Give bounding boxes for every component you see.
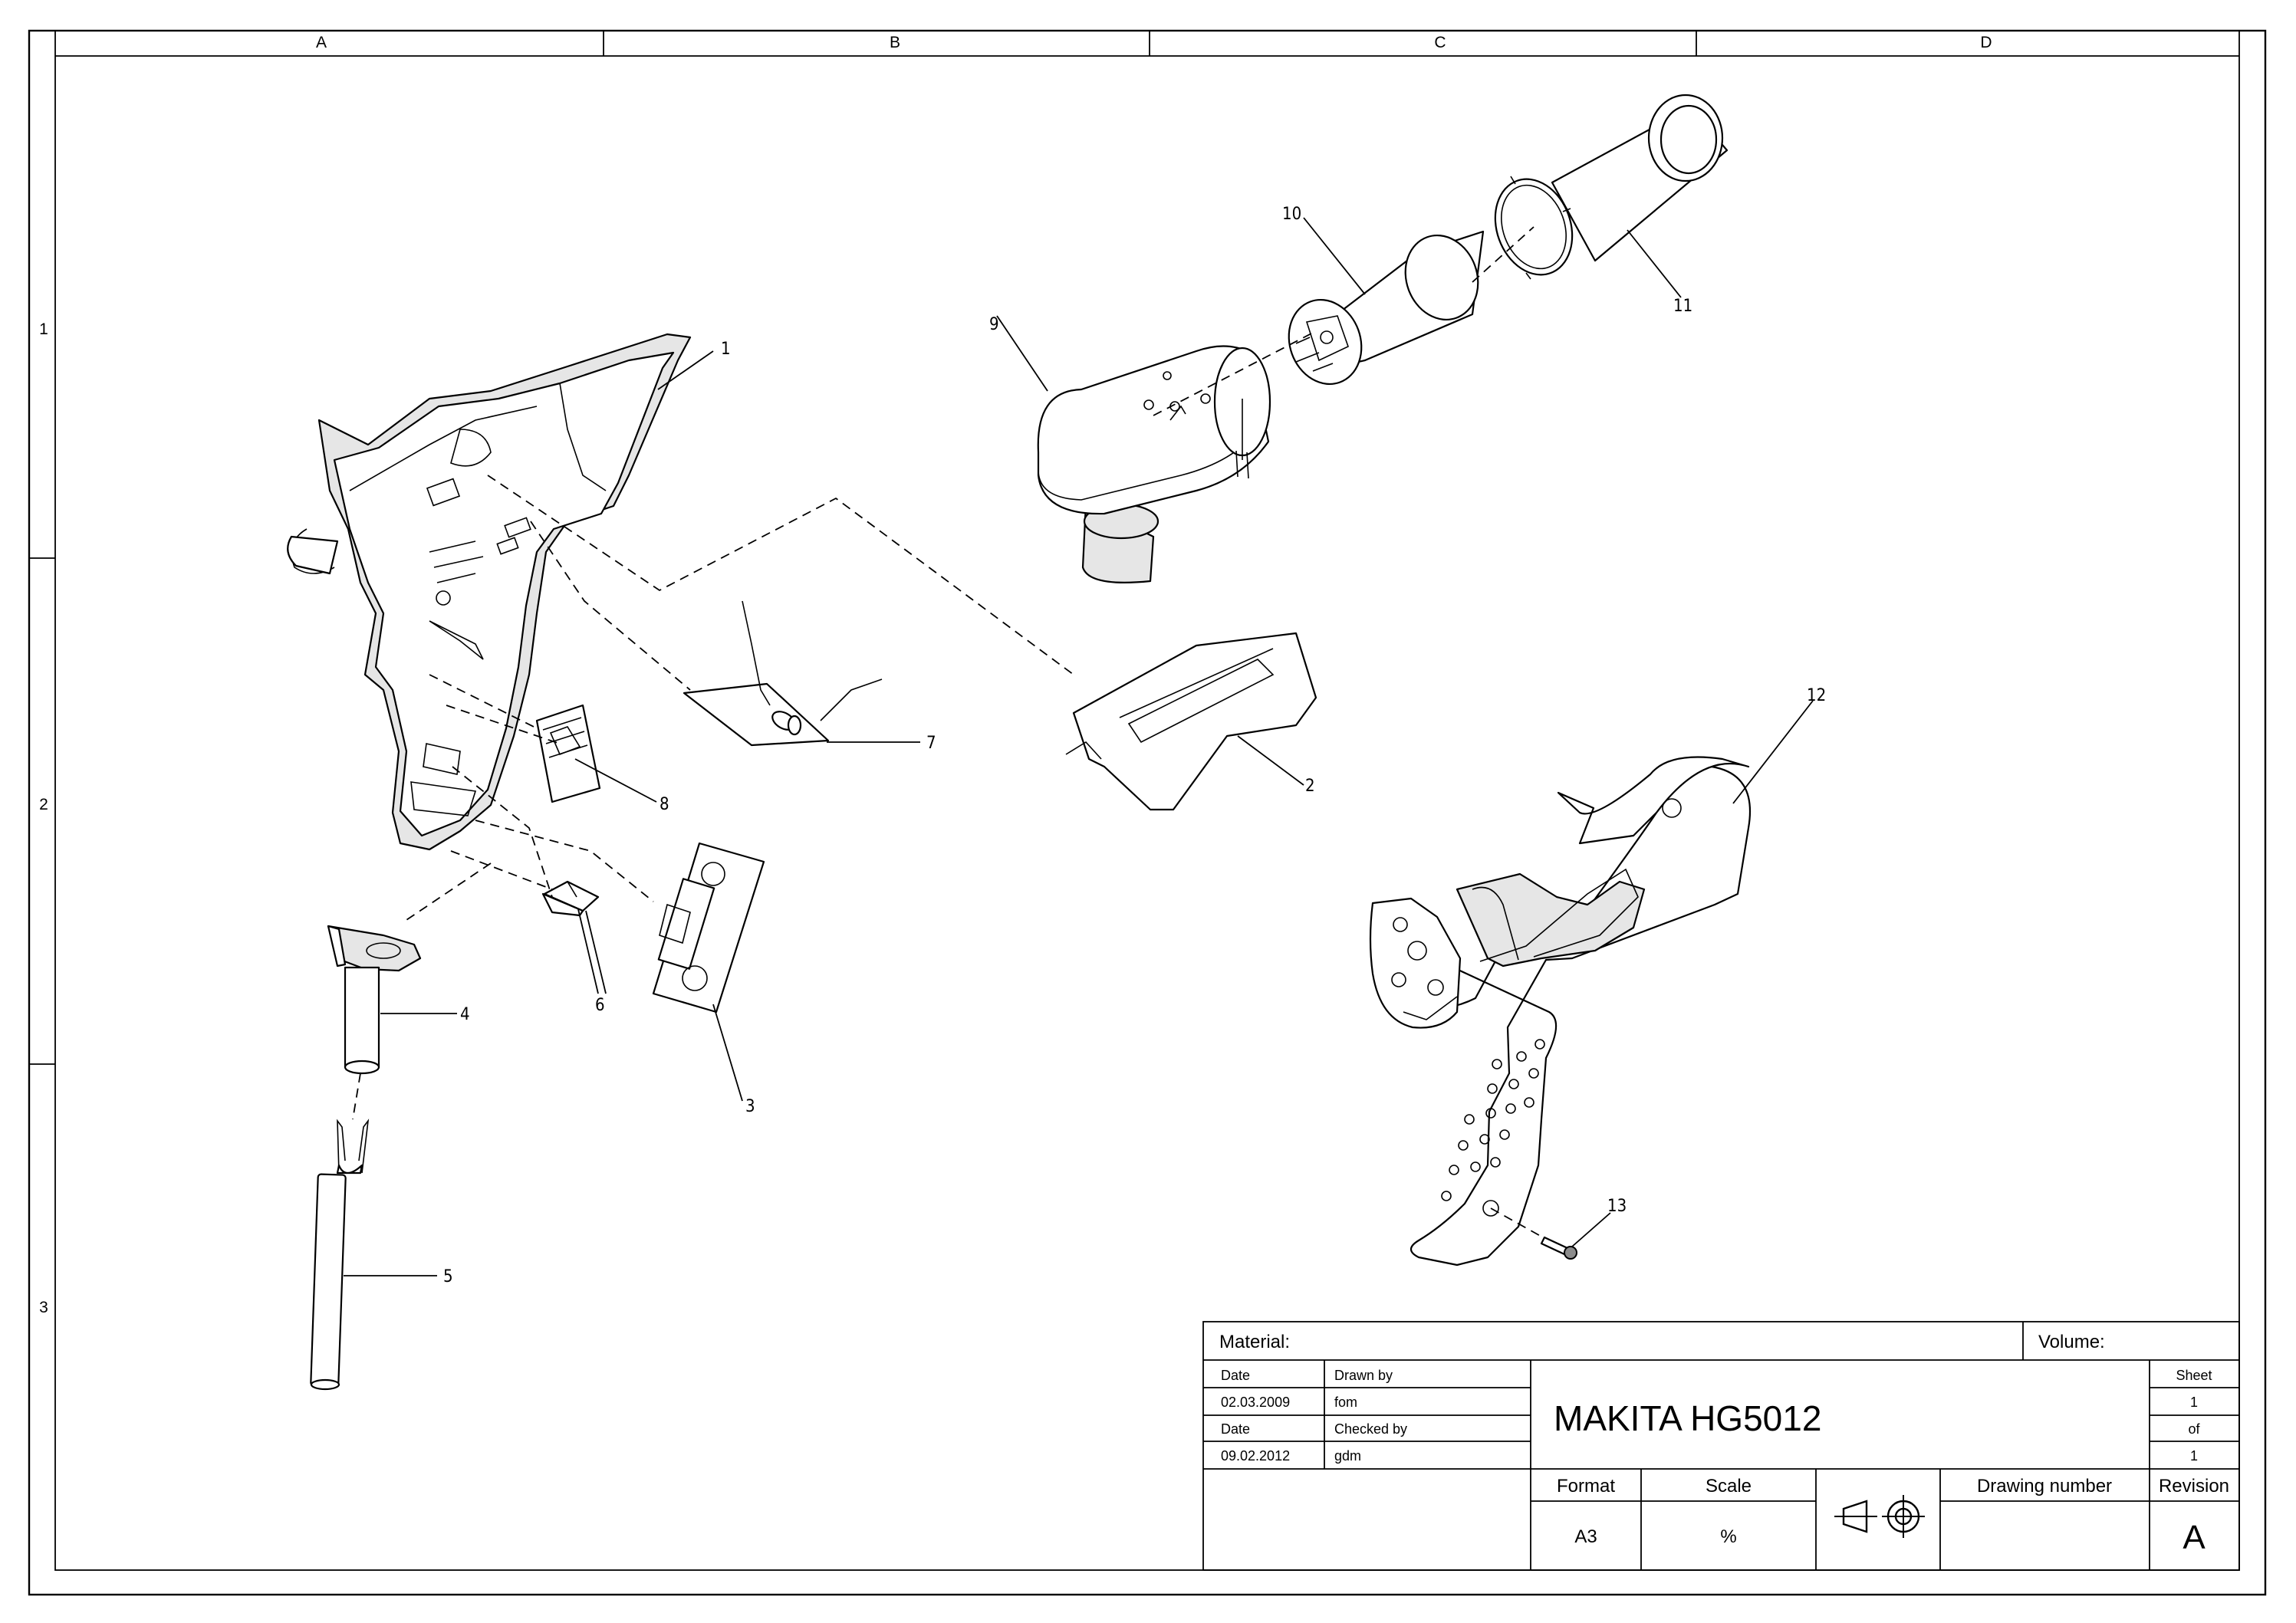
drawing-number-label: Drawing number xyxy=(1977,1476,2112,1497)
drawn-by-value: fom xyxy=(1334,1395,1357,1410)
checked-by-value: gdm xyxy=(1334,1448,1361,1464)
zone-col-b: B xyxy=(890,34,900,51)
date-value-2: 09.02.2012 xyxy=(1221,1448,1290,1464)
part-6-clamp xyxy=(541,880,600,917)
date-label-1: Date xyxy=(1221,1368,1250,1383)
callout-7: 7 xyxy=(926,734,936,753)
part-12-housing-half xyxy=(1369,756,1752,1267)
zone-labels: A B C D 1 2 3 xyxy=(39,34,1992,1316)
callout-1: 1 xyxy=(721,340,731,359)
part-4-cord-guard xyxy=(327,925,422,1075)
format-label: Format xyxy=(1557,1476,1615,1497)
callout-8: 8 xyxy=(660,795,669,814)
part-3-circuit-board xyxy=(652,842,765,1014)
callout-6: 6 xyxy=(595,996,605,1015)
projection-symbol-icon xyxy=(1834,1495,1925,1538)
date-label-2: Date xyxy=(1221,1421,1250,1437)
sheet-total: 1 xyxy=(2190,1448,2198,1464)
revision-label: Revision xyxy=(2159,1476,2229,1497)
revision-value: A xyxy=(2183,1519,2206,1556)
zone-row-3: 3 xyxy=(39,1299,48,1316)
callout-11: 11 xyxy=(1673,297,1692,316)
sheet-label: Sheet xyxy=(2176,1368,2212,1383)
part-9-front-cap xyxy=(1037,345,1271,583)
callout-4: 4 xyxy=(460,1005,470,1024)
of-label: of xyxy=(2188,1421,2200,1437)
part-5-power-cord xyxy=(310,1119,370,1391)
scale-value: % xyxy=(1720,1526,1736,1547)
part-2-top-cover xyxy=(1065,632,1317,811)
checked-by-label: Checked by xyxy=(1334,1421,1407,1437)
assembly-lines xyxy=(352,226,1544,1238)
callout-leaders xyxy=(344,217,1814,1276)
zone-row-1: 1 xyxy=(39,320,48,338)
sheet-number: 1 xyxy=(2190,1395,2198,1410)
scale-label: Scale xyxy=(1706,1476,1752,1497)
drawing-frame xyxy=(28,29,2267,1596)
title-block: Material: Volume: Date Drawn by 02.03.20… xyxy=(1202,1321,2240,1571)
part-8-switch xyxy=(535,704,601,803)
callout-13: 13 xyxy=(1607,1197,1627,1216)
callout-2: 2 xyxy=(1305,777,1315,796)
drawn-by-label: Drawn by xyxy=(1334,1368,1393,1383)
zone-row-2: 2 xyxy=(39,796,48,813)
drawing-title: MAKITA HG5012 xyxy=(1554,1398,1821,1438)
part-13-screw xyxy=(1540,1236,1577,1260)
zone-col-d: D xyxy=(1980,34,1992,51)
callout-9: 9 xyxy=(989,315,999,334)
material-label: Material: xyxy=(1219,1332,1290,1352)
zone-col-a: A xyxy=(316,34,327,51)
part-10-heating-element xyxy=(1288,230,1485,386)
callout-numbers: 1 2 3 4 5 6 7 8 9 10 11 12 13 xyxy=(443,205,1826,1286)
date-value-1: 02.03.2009 xyxy=(1221,1395,1290,1410)
zone-col-c: C xyxy=(1434,34,1446,51)
grip-dots xyxy=(1441,1039,1545,1201)
callout-5: 5 xyxy=(443,1267,453,1286)
volume-label: Volume: xyxy=(2038,1332,2105,1352)
part-11-heat-tube xyxy=(1494,94,1729,280)
callout-10: 10 xyxy=(1282,205,1301,224)
format-value: A3 xyxy=(1574,1526,1597,1547)
callout-12: 12 xyxy=(1807,686,1826,705)
part-1-housing-half xyxy=(287,333,692,851)
callout-3: 3 xyxy=(745,1097,755,1116)
part-7-element-assembly xyxy=(683,600,883,747)
